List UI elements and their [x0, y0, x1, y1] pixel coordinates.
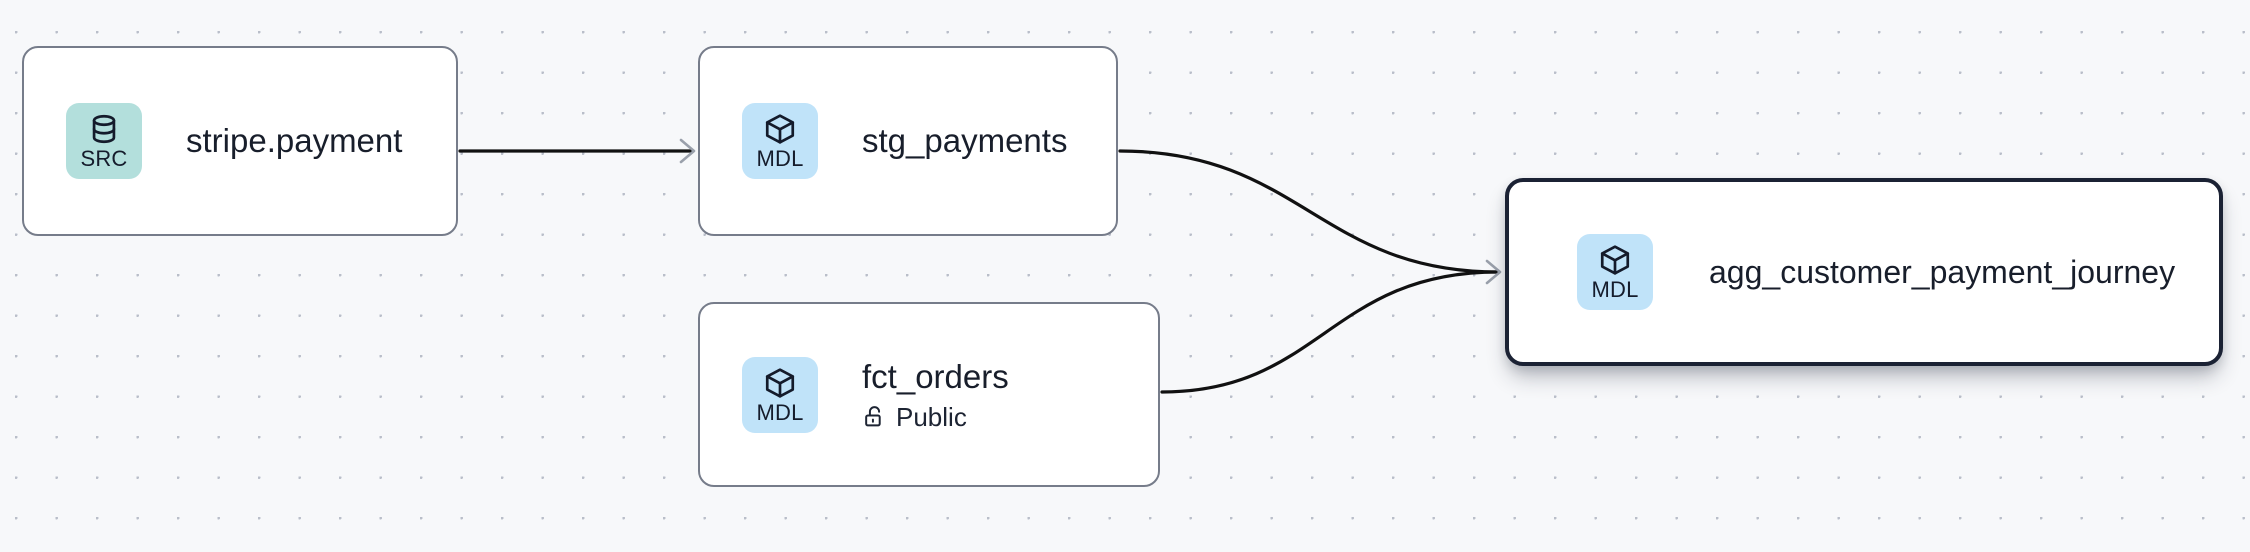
node-type-label: MDL	[1591, 277, 1639, 302]
node-type-label: SRC	[80, 146, 128, 171]
edge-arrowhead	[1485, 259, 1502, 285]
node-stripe-payment[interactable]: SRC stripe.payment	[22, 46, 458, 236]
node-title: stg_payments	[862, 122, 1068, 159]
node-agg-customer-payment-journey[interactable]: MDL agg_customer_payment_journey	[1505, 178, 2223, 366]
node-type-badge-mdl: MDL	[742, 356, 818, 433]
edge-arrowhead	[679, 138, 696, 164]
node-title: fct_orders	[862, 357, 1009, 395]
node-text-block: fct_orders Public	[862, 357, 1009, 433]
node-visibility-label: Public	[896, 401, 967, 432]
edge-edge-stg-to-agg	[1118, 149, 1500, 274]
node-type-label: MDL	[756, 399, 804, 425]
node-type-badge-mdl: MDL	[1577, 234, 1653, 310]
node-type-label: MDL	[756, 146, 804, 171]
node-type-badge-mdl: MDL	[742, 103, 818, 179]
unlock-icon	[862, 404, 887, 429]
node-title: agg_customer_payment_journey	[1709, 254, 2176, 290]
node-text-block: stripe.payment	[186, 121, 402, 161]
cube-icon	[763, 112, 797, 146]
cube-icon	[763, 366, 797, 400]
node-text-block: agg_customer_payment_journey	[1709, 252, 2175, 292]
node-title: stripe.payment	[186, 122, 403, 159]
edge-edge-fct-to-agg	[1160, 270, 1500, 394]
cube-icon	[1598, 243, 1632, 277]
database-icon	[87, 112, 121, 146]
node-stg-payments[interactable]: MDL stg_payments	[698, 46, 1118, 236]
node-visibility-row: Public	[862, 401, 1009, 433]
node-text-block: stg_payments	[862, 121, 1067, 161]
node-fct-orders[interactable]: MDL fct_orders Public	[698, 302, 1160, 487]
node-type-badge-src: SRC	[66, 103, 142, 179]
